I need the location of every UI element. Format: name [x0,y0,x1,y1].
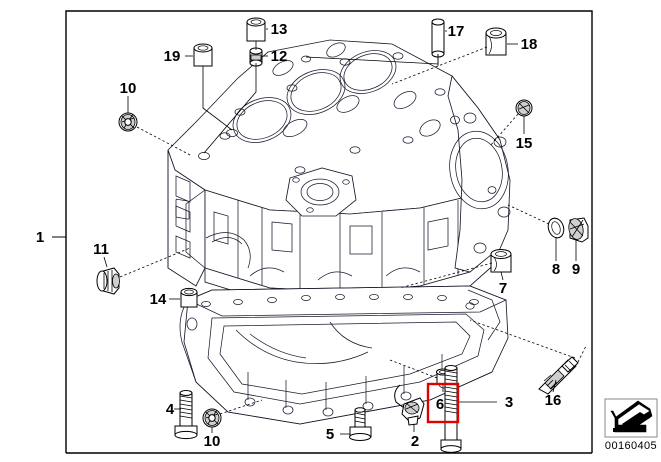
part-11-oil-drain-plug [96,267,120,295]
callout-1-bracket [52,11,67,453]
part-7-dowel-sleeve [490,249,512,273]
callout-label-15: 15 [516,135,533,152]
callout-label-18: 18 [521,36,538,53]
callout-label-9: 9 [572,261,580,278]
leader-lines [103,28,587,435]
part-14-dowel-bushing [180,287,198,308]
callout-label-8: 8 [552,261,560,278]
callout-label-12: 12 [271,48,288,65]
callout-label-11: 11 [93,241,109,258]
callout-labels: 1 2 3 4 5 6 7 8 9 10 11 12 13 14 15 16 1… [36,21,580,450]
center-boss [285,167,357,217]
callout-label-6: 6 [436,396,444,413]
part-2-oil-spray-nozzle [394,384,425,426]
part-9-screw-plug [568,217,589,243]
callout-label-19: 19 [164,48,181,65]
callout-label-7: 7 [499,280,507,297]
callout-label-14: 14 [150,291,167,308]
diagram-id-code: 00160405 [605,440,657,452]
part-18-dowel-sleeve-rear [485,27,507,56]
part-12-dowel-pin-small [249,47,263,67]
part-8-sealing-ring [547,217,565,239]
part-19-dowel-bushing-top [193,43,213,67]
part-13-dowel-sleeve-top [246,17,266,42]
manufacturer-logo [604,398,658,438]
part-15-screw-plug-rear [515,99,533,117]
callout-label-17: 17 [448,23,465,40]
callout-label-4: 4 [166,401,175,418]
callout-label-5: 5 [326,426,334,443]
callout-label-10: 10 [120,80,137,97]
callout-label-1: 1 [36,229,44,246]
part-3-long-bolt [440,365,462,453]
callout-label-2: 2 [411,433,419,450]
callout-label-13: 13 [271,21,288,38]
callout-label-16: 16 [545,392,562,409]
part-10-screw-plug-upper [118,112,138,132]
callout-label-3: 3 [505,394,513,411]
callout-label-10b: 10 [204,433,221,450]
engine-block-drawing [167,39,511,425]
part-17-dowel-pin-long [431,18,445,58]
part-4-hex-bolt [174,390,198,440]
part-10-screw-plug-lower [202,408,222,428]
highlight-box-part-6 [426,382,460,424]
part-16-oil-jet-valve [538,356,579,395]
